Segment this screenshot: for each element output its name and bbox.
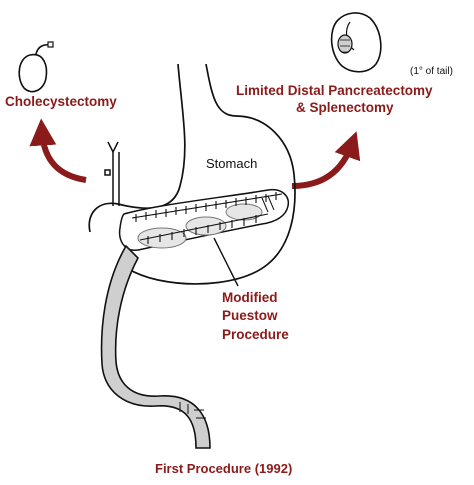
suture-line xyxy=(131,192,283,244)
left-removal-arrow xyxy=(29,118,87,183)
jejunal-limb xyxy=(100,244,211,449)
stomach-label: Stomach xyxy=(206,156,257,171)
pancreas-icon xyxy=(118,188,290,251)
cholecystectomy-label: Cholecystectomy xyxy=(5,94,117,109)
procedure-label-line3: Procedure xyxy=(222,327,289,342)
right-removal-arrow xyxy=(291,131,361,189)
procedure-label-line1: Modified xyxy=(222,290,278,305)
pancreatectomy-label: Limited Distal Pancreatectomy xyxy=(236,83,433,98)
bile-duct-icon xyxy=(104,141,120,206)
splenectomy-label: & Splenectomy xyxy=(296,100,394,115)
gallbladder-icon xyxy=(18,41,54,93)
figure-caption: First Procedure (1992) xyxy=(155,461,292,476)
spleen-icon xyxy=(330,12,382,73)
procedure-label-line2: Puestow xyxy=(222,308,278,323)
leader-line xyxy=(213,237,239,287)
tail-note-label: (1° of tail) xyxy=(410,66,453,77)
stomach-outline xyxy=(88,63,296,285)
